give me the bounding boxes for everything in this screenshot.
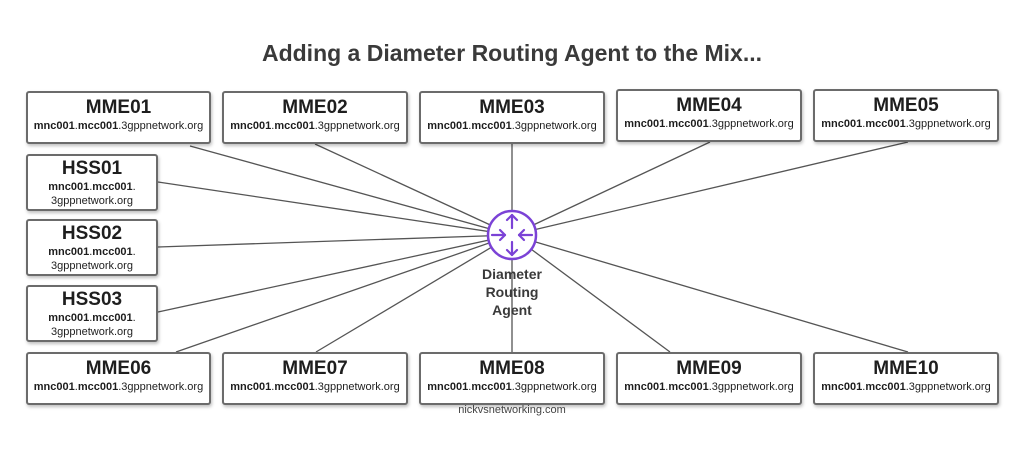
node-address: mnc001.mcc001.3gppnetwork.org (821, 381, 991, 393)
link-mme07 (315, 234, 513, 353)
node-name: MME01 (85, 97, 152, 118)
node-name: MME03 (479, 97, 545, 118)
link-mme02 (314, 143, 513, 236)
mme06-node: MME06 mnc001.mcc001.3gppnetwork.org (26, 352, 211, 405)
hss02-node: HSS02 mnc001.mcc001.3gppnetwork.org (26, 219, 158, 276)
mme08-node: MME08 mnc001.mcc001.3gppnetwork.org (419, 352, 605, 405)
node-name: HSS03 (61, 289, 123, 310)
node-name: MME04 (676, 95, 742, 116)
node-address: mnc001.mcc001.3gppnetwork.org (33, 120, 204, 132)
node-name: HSS01 (61, 158, 123, 179)
node-address: mnc001.mcc001.3gppnetwork.org (821, 118, 991, 130)
link-mme04 (511, 141, 711, 236)
link-hss01 (157, 181, 513, 236)
node-address: mnc001.mcc001.3gppnetwork.org (33, 381, 204, 393)
node-address: mnc001.mcc001.3gppnetwork.org (624, 118, 794, 130)
link-mme09 (511, 234, 671, 353)
node-address: mnc001.mcc001.3gppnetwork.org (48, 246, 136, 272)
node-address: mnc001.mcc001.3gppnetwork.org (427, 120, 597, 132)
mme07-node: MME07 mnc001.mcc001.3gppnetwork.org (222, 352, 408, 405)
link-mme06 (175, 234, 513, 353)
node-name: MME07 (282, 358, 348, 379)
link-hss02 (157, 234, 513, 248)
node-name: MME06 (85, 358, 152, 379)
node-name: HSS02 (61, 223, 123, 244)
hss01-node: HSS01 mnc001.mcc001.3gppnetwork.org (26, 154, 158, 211)
node-address: mnc001.mcc001.3gppnetwork.org (48, 181, 136, 207)
mme04-node: MME04 mnc001.mcc001.3gppnetwork.org (616, 89, 802, 142)
hss03-node: HSS03 mnc001.mcc001.3gppnetwork.org (26, 285, 158, 342)
node-address: mnc001.mcc001.3gppnetwork.org (48, 312, 136, 338)
node-address: mnc001.mcc001.3gppnetwork.org (427, 381, 597, 393)
router-label-line: Agent (492, 302, 532, 318)
mme09-node: MME09 mnc001.mcc001.3gppnetwork.org (616, 352, 802, 405)
node-address: mnc001.mcc001.3gppnetwork.org (230, 120, 400, 132)
router-label: Diameter Routing Agent (462, 265, 562, 319)
node-name: MME08 (479, 358, 545, 379)
router-label-line: Routing (485, 284, 539, 300)
mme01-node: MME01 mnc001.mcc001.3gppnetwork.org (26, 91, 211, 144)
node-name: MME05 (873, 95, 939, 116)
router-arrows-icon (486, 209, 538, 261)
footer-credit: nickvsnetworking.com (458, 404, 566, 416)
link-mme10 (511, 234, 909, 353)
node-address: mnc001.mcc001.3gppnetwork.org (624, 381, 794, 393)
mme10-node: MME10 mnc001.mcc001.3gppnetwork.org (813, 352, 999, 405)
mme02-node: MME02 mnc001.mcc001.3gppnetwork.org (222, 91, 408, 144)
node-name: MME09 (676, 358, 742, 379)
router-label-line: Diameter (482, 266, 542, 282)
mme03-node: MME03 mnc001.mcc001.3gppnetwork.org (419, 91, 605, 144)
link-mme05 (511, 141, 909, 236)
mme05-node: MME05 mnc001.mcc001.3gppnetwork.org (813, 89, 999, 142)
node-name: MME10 (873, 358, 939, 379)
diagram-title: Adding a Diameter Routing Agent to the M… (261, 40, 763, 66)
link-hss03 (157, 234, 513, 313)
node-name: MME02 (282, 97, 348, 118)
node-address: mnc001.mcc001.3gppnetwork.org (230, 381, 400, 393)
link-mme01 (189, 145, 513, 236)
